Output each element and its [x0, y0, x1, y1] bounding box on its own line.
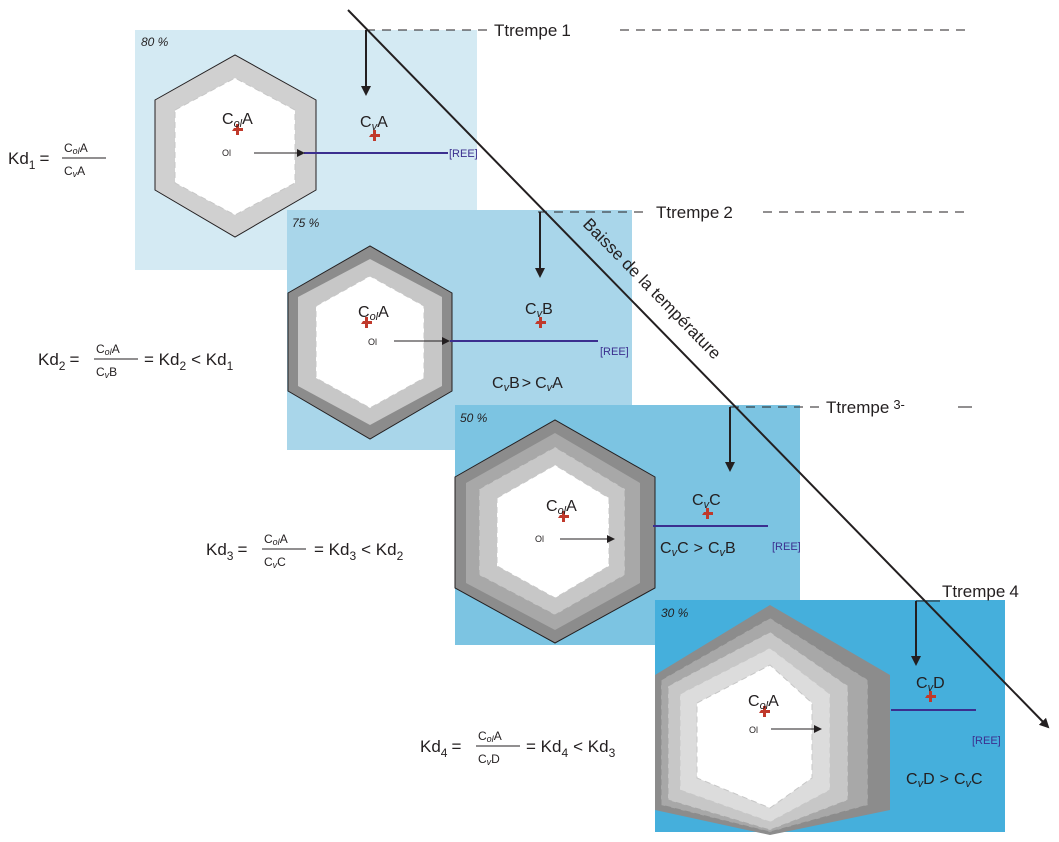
kd-equation-4: Kd4= ColA CvD = Kd4< Kd3	[420, 729, 616, 767]
temperature-axis-arrow	[347, 9, 1050, 729]
kd-equation-1: Kd1= ColA CvA	[8, 141, 106, 179]
svg-text:Kd3=: Kd3=	[206, 540, 247, 563]
svg-text:CvA: CvA	[64, 164, 85, 179]
percent-label-stage-4: 30 %	[661, 606, 689, 620]
comparison-label-2: CvB>CvA	[492, 375, 563, 394]
ree-label-3: [REE]	[772, 541, 801, 553]
percent-label-stage-1: 80 %	[141, 35, 169, 49]
svg-text:CvC: CvC	[264, 555, 286, 570]
ol-label-2: Ol	[368, 337, 377, 347]
crystal-stage-4	[655, 605, 890, 835]
ol-label-1: Ol	[222, 148, 231, 158]
percent-label-stage-2: 75 %	[292, 216, 320, 230]
kd-equation-2: Kd2= ColA CvB = Kd2< Kd1	[38, 342, 234, 380]
crystal-stage-1	[154, 54, 317, 238]
ree-label-2: [REE]	[600, 346, 629, 358]
svg-text:Kd1=: Kd1=	[8, 149, 49, 172]
svg-text:CvD: CvD	[478, 752, 500, 767]
cross-icon	[232, 124, 936, 717]
ree-label-4: [REE]	[972, 735, 1001, 747]
svg-text:= Kd2< Kd1: = Kd2< Kd1	[144, 350, 234, 373]
svg-text:ColA: ColA	[64, 141, 88, 156]
cv-label-3: CvC	[692, 492, 721, 511]
col-label-4: ColA	[748, 693, 779, 712]
svg-text:ColA: ColA	[478, 729, 502, 744]
svg-text:CvB: CvB	[96, 365, 117, 380]
svg-text:ColA: ColA	[264, 532, 288, 547]
cv-label-1: CvA	[360, 114, 388, 133]
col-label-2: ColA	[358, 304, 389, 323]
ol-label-3: Ol	[535, 534, 544, 544]
ol-label-4: Ol	[749, 725, 758, 735]
svg-text:= Kd3< Kd2: = Kd3< Kd2	[314, 540, 404, 563]
percent-label-stage-3: 50 %	[460, 411, 488, 425]
svg-text:= Kd4< Kd3: = Kd4< Kd3	[526, 737, 616, 760]
col-label-1: ColA	[222, 111, 253, 130]
cv-label-4: CvD	[916, 675, 945, 694]
svg-text:ColA: ColA	[96, 342, 120, 357]
svg-text:Kd2=: Kd2=	[38, 350, 79, 373]
ree-label-1: [REE]	[449, 148, 478, 160]
kd-equation-3: Kd3= ColA CvC = Kd3< Kd2	[206, 532, 404, 570]
cv-label-2: CvB	[525, 301, 553, 320]
comparison-label-3: CvC>CvB	[660, 540, 736, 559]
svg-text:Kd4=: Kd4=	[420, 737, 461, 760]
crystal-stage-3	[454, 419, 656, 644]
comparison-label-4: CvD>CvC	[906, 771, 983, 790]
col-label-3: ColA	[546, 498, 577, 517]
crystal-stage-2	[287, 245, 453, 440]
